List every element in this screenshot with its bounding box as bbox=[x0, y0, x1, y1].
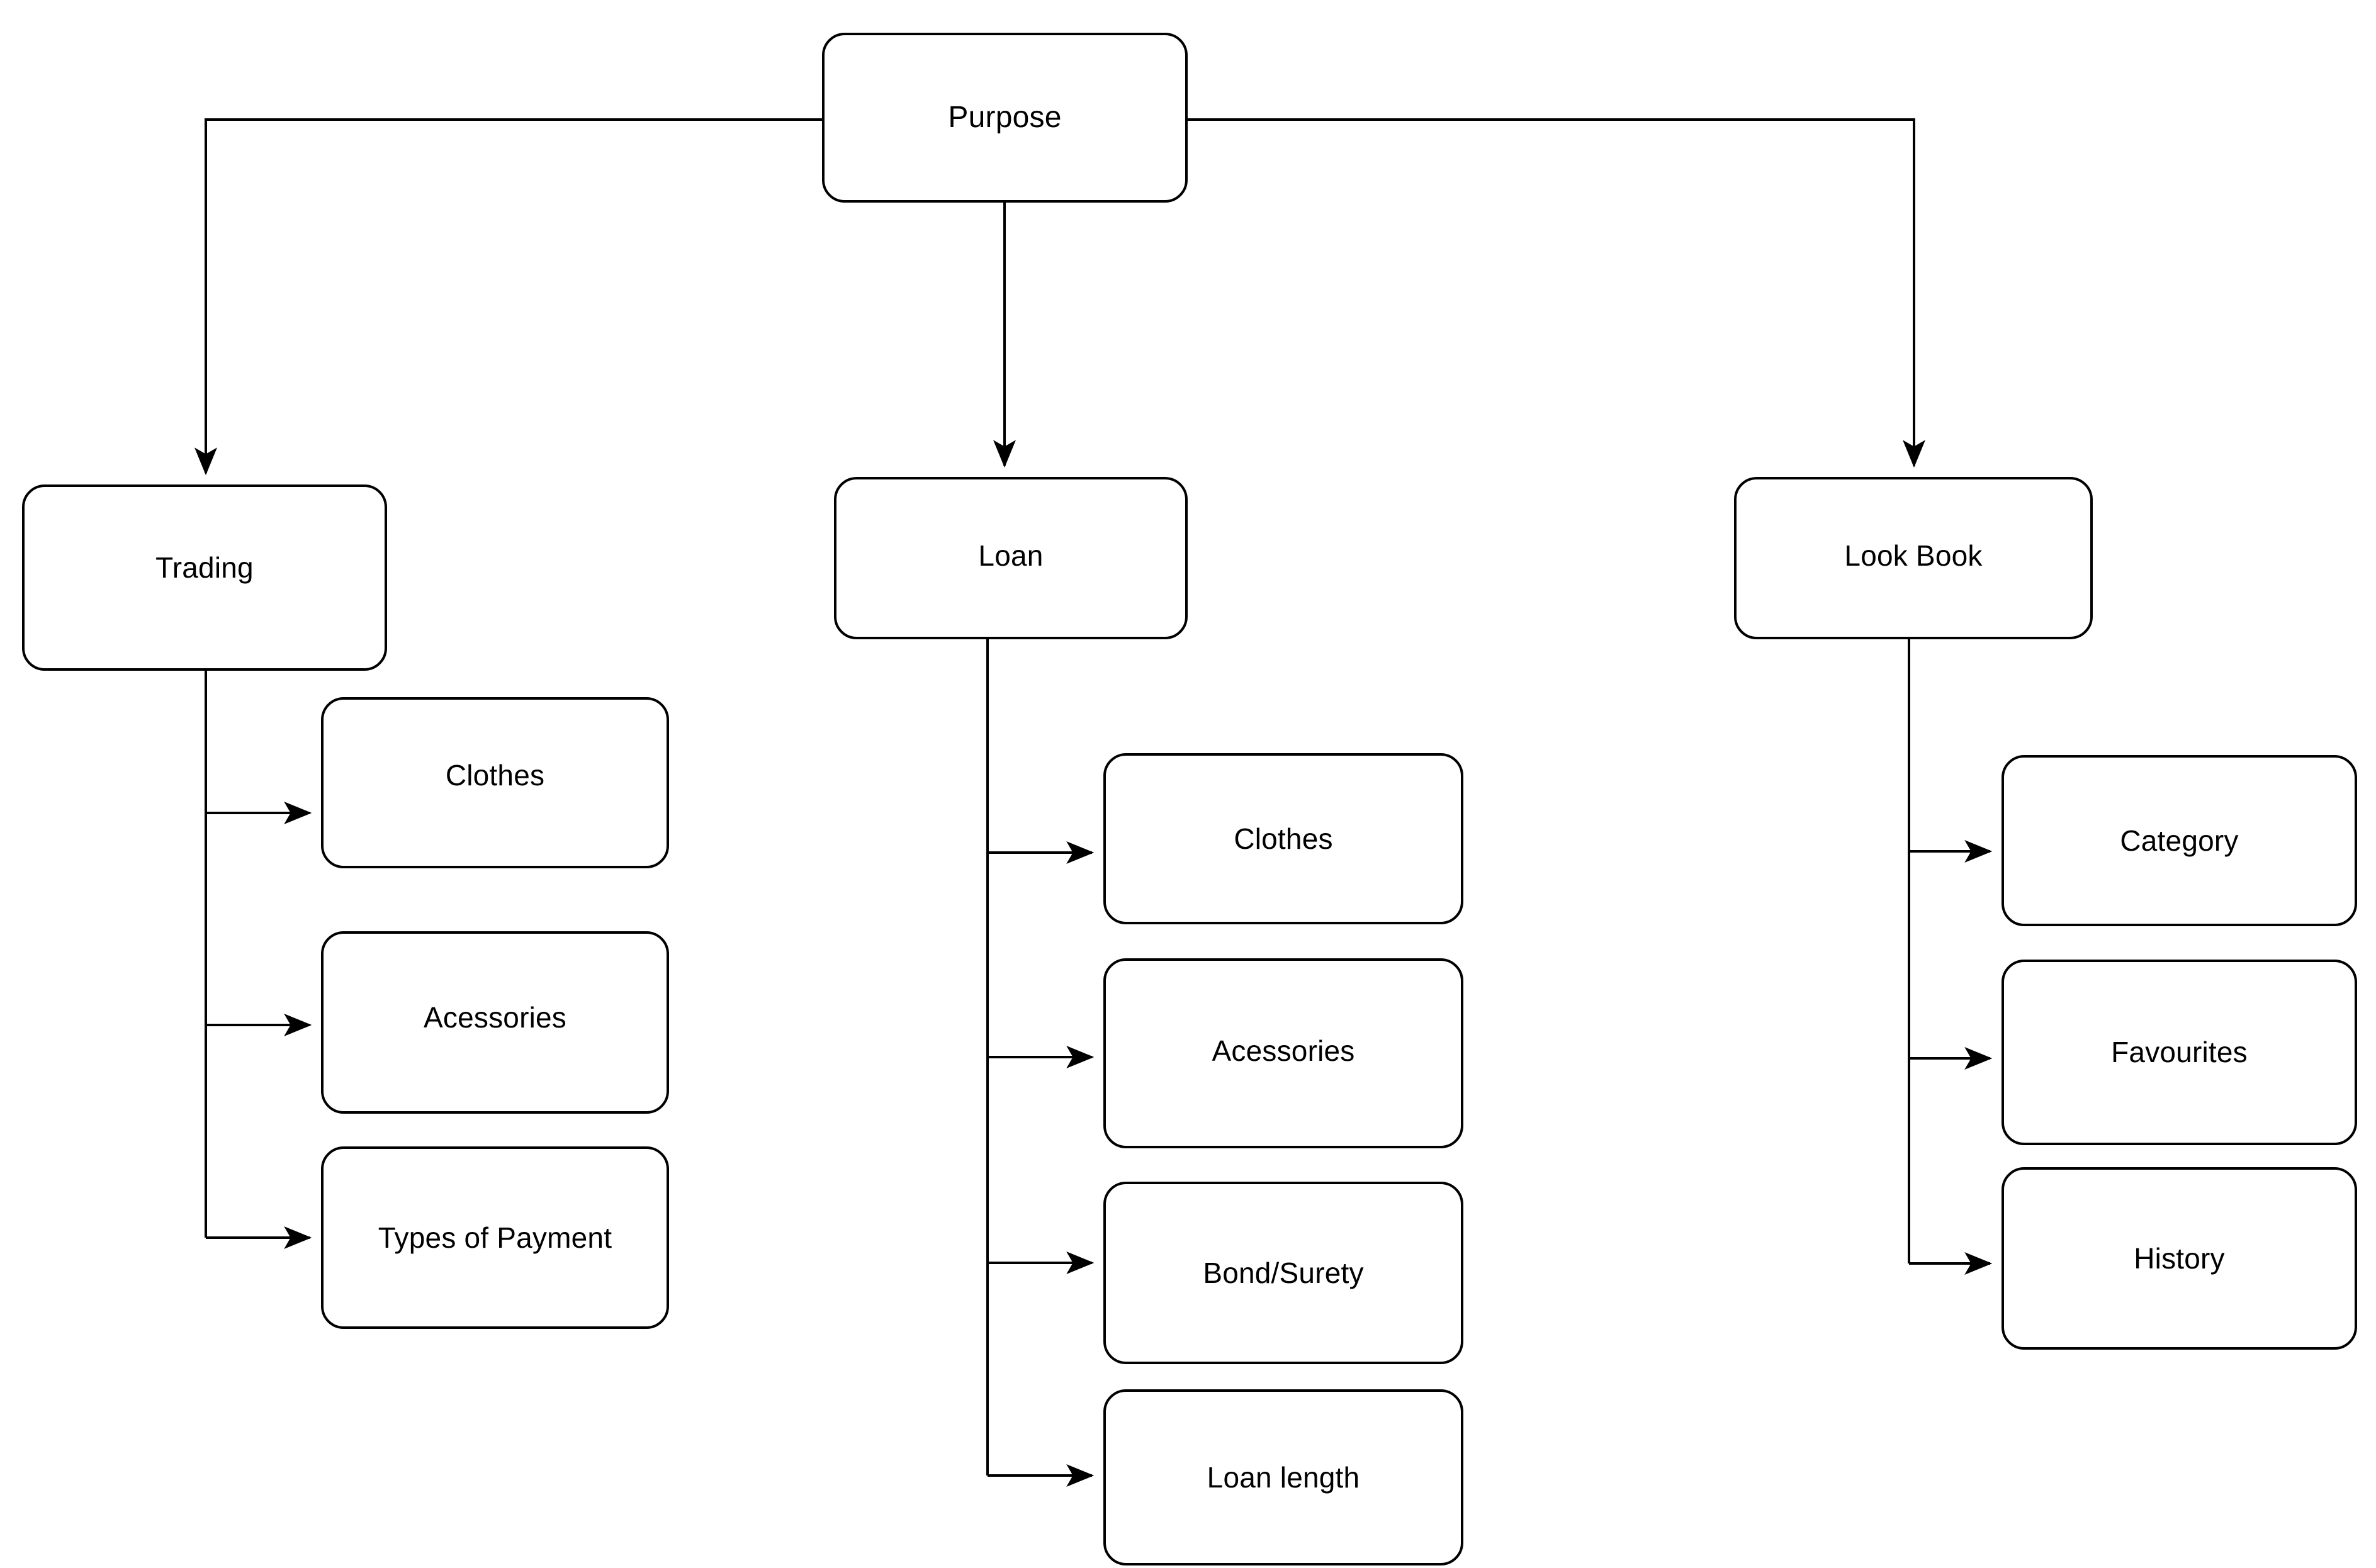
node-look-book-history-label: History bbox=[2134, 1241, 2225, 1275]
edge-purpose-to-lookbook bbox=[1188, 118, 1925, 468]
node-loan-bond-surety[interactable]: Bond/Surety bbox=[1103, 1182, 1463, 1364]
node-trading-clothes[interactable]: Clothes bbox=[321, 697, 669, 868]
node-loan[interactable]: Loan bbox=[834, 477, 1188, 639]
node-trading-acessories[interactable]: Acessories bbox=[321, 931, 669, 1114]
node-look-book-category[interactable]: Category bbox=[2002, 755, 2357, 926]
node-purpose-label: Purpose bbox=[948, 100, 1062, 134]
node-loan-clothes-label: Clothes bbox=[1234, 822, 1333, 855]
node-trading-label: Trading bbox=[155, 551, 254, 584]
node-loan-acessories[interactable]: Acessories bbox=[1103, 958, 1463, 1148]
edge-purpose-to-trading bbox=[194, 118, 822, 476]
node-loan-acessories-label: Acessories bbox=[1212, 1034, 1355, 1067]
node-look-book[interactable]: Look Book bbox=[1734, 477, 2093, 639]
node-loan-label: Loan bbox=[978, 539, 1044, 572]
node-trading-clothes-label: Clothes bbox=[445, 758, 545, 792]
node-look-book-favourites[interactable]: Favourites bbox=[2002, 960, 2357, 1145]
node-loan-length-label: Loan length bbox=[1207, 1460, 1360, 1494]
node-trading-types-of-payment[interactable]: Types of Payment bbox=[321, 1146, 669, 1329]
node-look-book-label: Look Book bbox=[1844, 539, 1983, 572]
node-purpose[interactable]: Purpose bbox=[822, 33, 1188, 203]
node-trading[interactable]: Trading bbox=[22, 484, 387, 671]
node-look-book-history[interactable]: History bbox=[2002, 1167, 2357, 1350]
node-trading-types-of-payment-label: Types of Payment bbox=[378, 1221, 612, 1254]
node-trading-acessories-label: Acessories bbox=[424, 1000, 566, 1034]
node-loan-bond-surety-label: Bond/Surety bbox=[1203, 1256, 1364, 1289]
node-look-book-favourites-label: Favourites bbox=[2111, 1036, 2248, 1069]
node-look-book-category-label: Category bbox=[2120, 824, 2239, 857]
node-loan-length[interactable]: Loan length bbox=[1103, 1389, 1463, 1565]
node-loan-clothes[interactable]: Clothes bbox=[1103, 753, 1463, 924]
